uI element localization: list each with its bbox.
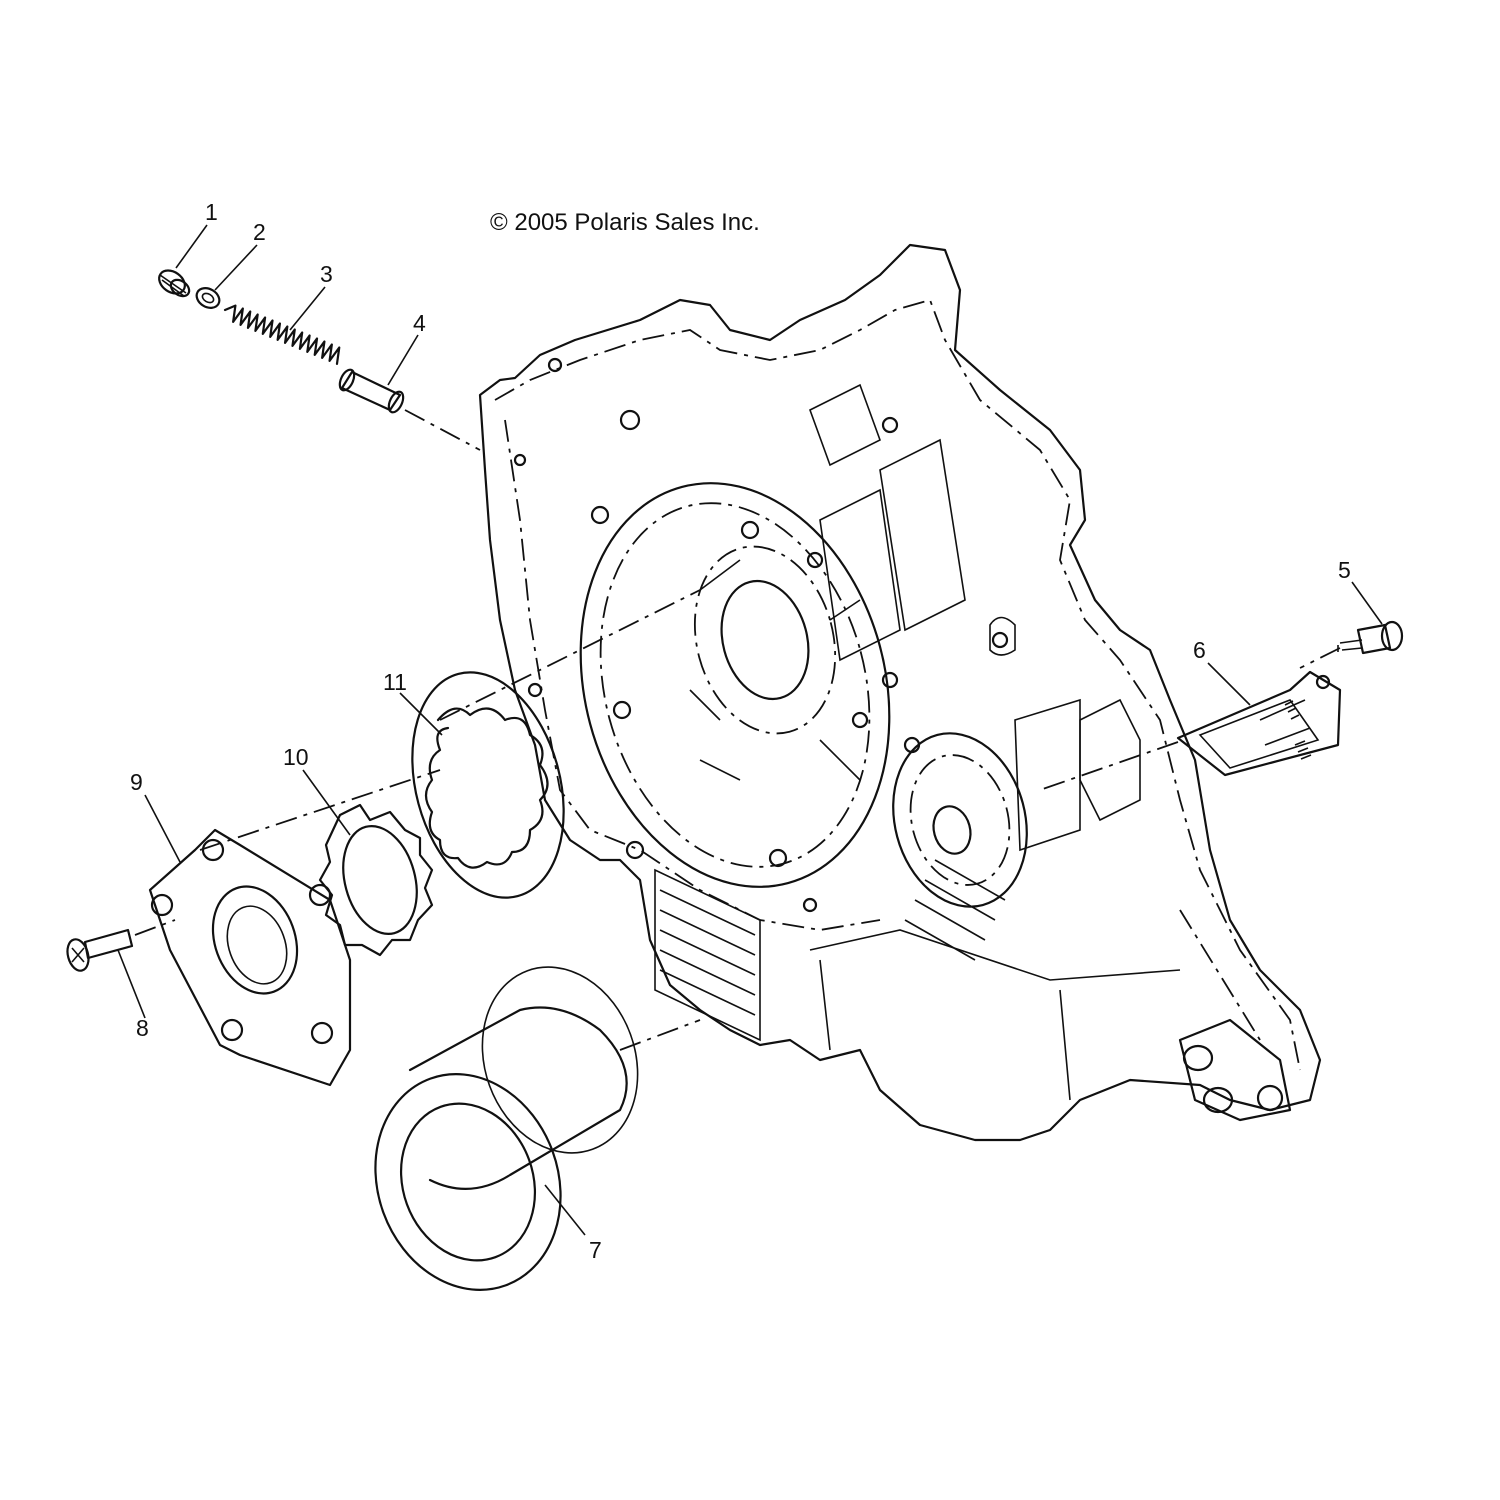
axis-line-7 [619,1019,701,1051]
axis-line-9 [199,769,441,851]
callout-7: 7 [589,1237,602,1263]
callout-4: 4 [413,310,426,336]
copyright-notice: © 2005 Polaris Sales Inc. [490,209,760,236]
axis-line-4 [404,409,481,451]
part-10-inner-rotor [318,803,434,957]
part-7-oil-filter [374,966,639,1291]
callout-leaders [117,224,1383,1236]
callout-6: 6 [1193,637,1206,663]
crankcase-housing [478,243,1322,1142]
axis-line-8 [134,919,176,936]
part-4-relief-valve [338,368,405,414]
axis-line-11 [439,589,701,721]
axis-line-5 [1299,647,1341,669]
part-3-spring [223,304,341,365]
part-1-plug [158,269,191,298]
part-8-screw [66,928,134,972]
callout-5: 5 [1338,557,1351,583]
axis-line-6 [1039,741,1179,791]
callout-1: 1 [205,199,218,225]
part-11-outer-rotor [411,671,565,899]
callout-9: 9 [130,769,143,795]
callout-2: 2 [253,219,266,245]
part-9-pump-cover [148,828,352,1087]
part-6-plate [1176,670,1342,777]
part-2-washer [195,287,221,309]
callout-10: 10 [283,744,309,770]
callout-3: 3 [320,261,333,287]
part-5-bolt [1337,620,1404,655]
callout-11: 11 [383,669,407,695]
callout-8: 8 [136,1015,149,1041]
